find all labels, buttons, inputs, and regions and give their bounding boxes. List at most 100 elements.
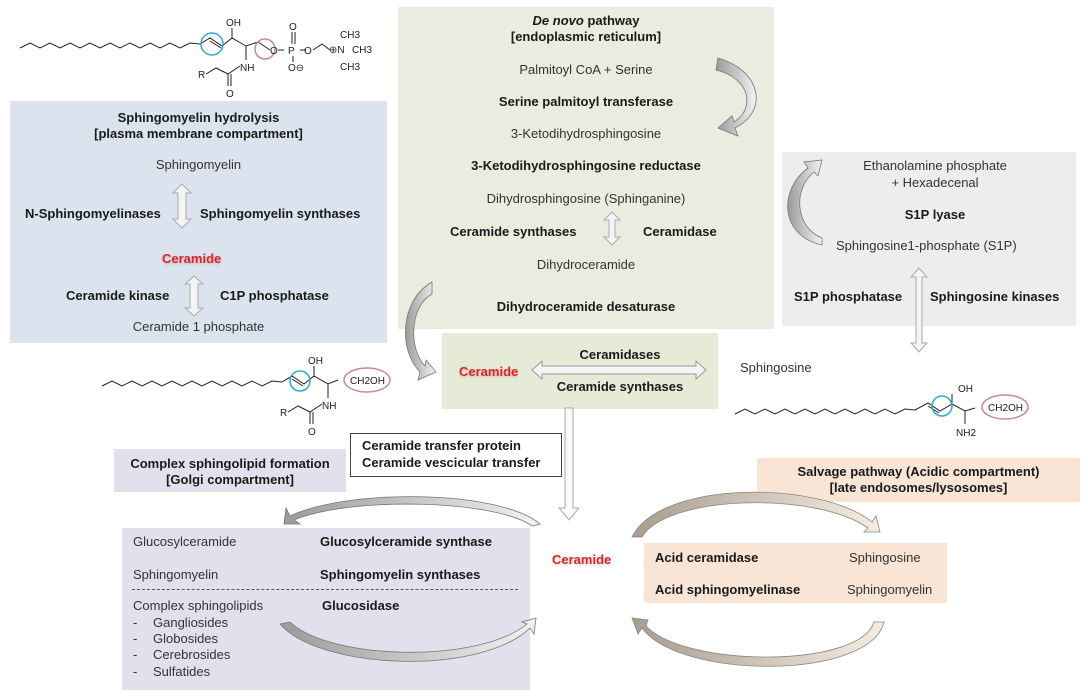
sm-n-sphingomyelinases: N-Sphingomyelinases: [25, 206, 161, 221]
s1p-lyase: S1P lyase: [904, 207, 966, 222]
golgi-title-2: [Golgi compartment]: [166, 472, 294, 487]
svg-text:OH: OH: [308, 356, 323, 367]
double-arrow-c1p: [183, 275, 205, 317]
svg-text:O⊖: O⊖: [288, 63, 304, 74]
de-novo-box: [398, 7, 774, 329]
golgi-box: [122, 528, 530, 690]
ceramide-structure: OH CH2OH NH R O: [101, 356, 391, 438]
salvage-row-enzyme: Acid sphingomyelinase: [655, 582, 801, 597]
center-ceramide-synthases: Ceramide synthases: [556, 379, 684, 394]
denovo-enzyme4: Dihydroceramide desaturase: [496, 299, 676, 314]
svg-text:⊕N: ⊕N: [329, 45, 345, 56]
curved-arrow-salvage-top: [631, 491, 881, 538]
svg-text:NH2: NH2: [956, 428, 976, 439]
svg-text:P: P: [288, 46, 295, 57]
curved-arrow-golgi-top: [283, 496, 541, 527]
s1p-product-2: + Hexadecenal: [891, 175, 979, 190]
curved-arrow-to-ceramide: [405, 281, 437, 381]
denovo-step3: Dihydrosphingosine (Sphinganine): [486, 191, 686, 206]
sm-hydrolysis-title-1: Sphingomyelin hydrolysis: [117, 110, 280, 125]
transfer-box: [350, 433, 562, 477]
double-arrow-s1p: [909, 267, 929, 353]
denovo-enzyme1: Serine palmitoyl transferase: [498, 94, 674, 109]
svg-text:CH3: CH3: [340, 62, 360, 73]
svg-text:OH: OH: [958, 384, 973, 395]
sm-ceramide: Ceramide: [162, 251, 222, 266]
s1p-product-1: Ethanolamine phosphate: [863, 158, 1007, 173]
golgi-complex: Complex sphingolipids: [133, 598, 264, 613]
center-ceramidases: Ceramidases: [579, 347, 661, 362]
center-ceramide: Ceramide: [459, 364, 519, 379]
golgi-row-product: Sphingomyelin: [133, 567, 219, 582]
denovo-enzyme3-right: Ceramidase: [643, 224, 717, 239]
golgi-list-item: Gangliosides: [153, 615, 229, 630]
curved-arrow-s1p-lyase: [787, 159, 823, 246]
salvage-title-1: Salvage pathway (Acidic compartment): [797, 464, 1040, 479]
svg-text:CH3: CH3: [340, 30, 360, 41]
curved-arrow-golgi-bottom: [279, 617, 537, 662]
salvage-row-enzyme: Acid ceramidase: [655, 550, 759, 565]
s1p-box: [782, 152, 1076, 326]
denovo-title-2: [endoplasmic reticulum]: [510, 29, 662, 44]
golgi-row-enzyme: Glucosylceramide synthase: [320, 534, 492, 549]
sm-ceramide-kinase: Ceramide kinase: [66, 288, 170, 303]
sm-sphingomyelin: Sphingomyelin: [155, 157, 242, 172]
golgi-bullet: -: [133, 647, 138, 662]
svg-text:O: O: [304, 46, 312, 57]
svg-text:O: O: [226, 89, 234, 100]
s1p-sphingosine-kinases: Sphingosine kinases: [930, 289, 1060, 304]
golgi-list-item: Globosides: [153, 631, 219, 646]
sphingosine-label: Sphingosine: [740, 360, 812, 375]
golgi-row-product: Glucosylceramide: [133, 534, 237, 549]
curved-arrow-denovo: [715, 57, 757, 137]
denovo-step1: Palmitoyl CoA + Serine: [519, 62, 653, 77]
svg-text:CH2OH: CH2OH: [988, 403, 1023, 414]
transfer-line-1: Ceramide transfer protein: [362, 438, 521, 453]
golgi-list-item: Sulfatides: [153, 664, 211, 679]
svg-text:NH: NH: [322, 401, 336, 412]
svg-text:CH3: CH3: [352, 45, 372, 56]
denovo-enzyme2: 3-Ketodihydrosphingosine reductase: [471, 158, 701, 173]
denovo-title-1: De novo pathway: [398, 13, 774, 28]
svg-text:NH: NH: [240, 63, 254, 74]
double-arrow-dihydro: [602, 211, 622, 246]
golgi-divider: [132, 589, 518, 590]
sm-ceramide-1-phosphate: Ceramide 1 phosphate: [132, 319, 265, 334]
golgi-list-item: Cerebrosides: [153, 647, 231, 662]
svg-text:R: R: [280, 408, 287, 419]
sm-hydrolysis-title-2: [plasma membrane compartment]: [94, 126, 303, 141]
svg-text:O: O: [308, 427, 316, 438]
double-arrow-ceramide-center: [531, 359, 707, 381]
denovo-step2: 3-Ketodihydrosphingosine: [510, 126, 662, 141]
golgi-title-box: [114, 449, 346, 492]
golgi-bullet: -: [133, 664, 138, 679]
salvage-title-box: [757, 458, 1080, 502]
salvage-title-2: [late endosomes/lysosomes]: [829, 480, 1008, 495]
sm-sphingomyelin-synthases: Sphingomyelin synthases: [200, 206, 361, 221]
salvage-row-product: Sphingomyelin: [847, 582, 933, 597]
sphingosine-structure: OH CH2OH NH2: [734, 384, 1029, 439]
svg-text:O: O: [270, 46, 278, 57]
denovo-title-italic: De novo: [532, 13, 584, 28]
down-arrow-to-ceramide: [557, 407, 581, 521]
denovo-title-rest: pathway: [583, 13, 640, 28]
s1p-phosphatase: S1P phosphatase: [794, 289, 903, 304]
golgi-row-enzyme: Sphingomyelin synthases: [320, 567, 481, 582]
sm-c1p-phosphatase: C1P phosphatase: [220, 288, 329, 303]
salvage-box: [644, 543, 947, 603]
svg-text:R: R: [198, 70, 205, 81]
double-arrow-sm: [171, 183, 193, 229]
svg-text:CH2OH: CH2OH: [350, 376, 385, 387]
svg-text:O: O: [289, 22, 297, 33]
s1p-label: Sphingosine1-phosphate (S1P): [836, 238, 1017, 253]
golgi-bullet: -: [133, 631, 138, 646]
bottom-ceramide: Ceramide: [552, 552, 612, 567]
golgi-glucosidase: Glucosidase: [322, 598, 400, 613]
transfer-line-2: Ceramide vescicular transfer: [362, 455, 541, 470]
golgi-title-1: Complex sphingolipid formation: [130, 456, 330, 471]
denovo-enzyme3-left: Ceramide synthases: [450, 224, 577, 239]
denovo-step4: Dihydroceramide: [536, 257, 636, 272]
sphingomyelin-structure: OH NH R O O O P O⊖ O ⊕N CH3 CH3 CH3: [19, 18, 372, 100]
golgi-bullet: -: [133, 615, 138, 630]
